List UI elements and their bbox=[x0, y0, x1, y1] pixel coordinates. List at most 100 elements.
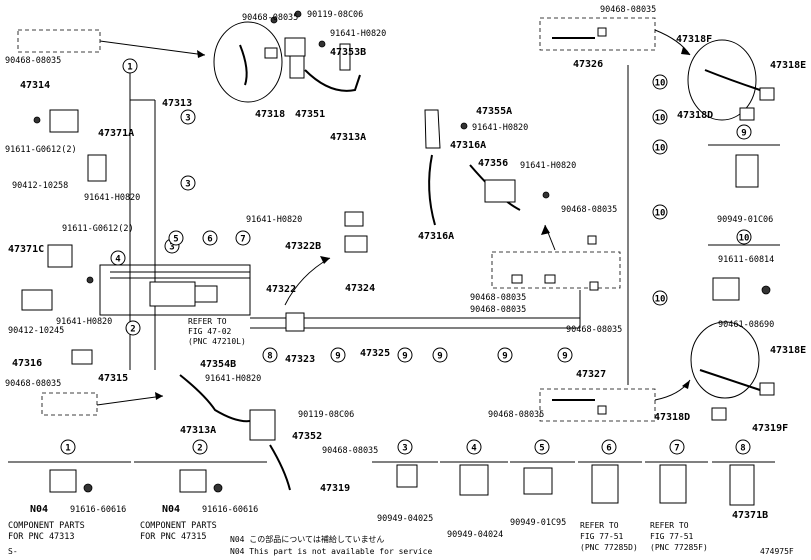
bottom-callout-1: 1 bbox=[60, 439, 76, 455]
arrow-head-47318F bbox=[681, 47, 690, 55]
clamp-47316 bbox=[71, 349, 93, 365]
bottom-callout-6: 6 bbox=[601, 439, 617, 455]
union-90412-10258 bbox=[87, 154, 107, 182]
svg-text:3: 3 bbox=[169, 243, 174, 253]
arrow-to-47322B bbox=[284, 257, 331, 306]
dashed-frame-top-right bbox=[539, 17, 656, 51]
clip-br bbox=[597, 405, 607, 415]
label-91641-H0820-c: 91641-H0820 bbox=[246, 215, 302, 225]
label-refer-1: REFER TO bbox=[188, 317, 227, 326]
bolt-91641-l2 bbox=[86, 276, 94, 284]
label-90468-08035-c2: 90468-08035 bbox=[470, 293, 526, 303]
label-90949-01C06: 90949-01C06 bbox=[717, 215, 773, 225]
svg-text:3: 3 bbox=[185, 180, 190, 190]
svg-text:4: 4 bbox=[471, 444, 477, 454]
bolt-91611-left1 bbox=[33, 116, 41, 124]
bolt-91641-top bbox=[318, 40, 326, 48]
dashed-frame-bottom-left bbox=[41, 392, 98, 416]
label-91611-G0612-a: 91611-G0612(2) bbox=[5, 145, 77, 155]
bracket-47353B bbox=[339, 43, 351, 71]
note-en: N04 This part is not available for servi… bbox=[230, 547, 432, 556]
clamp-90461-08690 bbox=[712, 277, 740, 301]
svg-text:5: 5 bbox=[539, 444, 544, 454]
label-n04-2: N04 bbox=[162, 504, 180, 515]
label-refer-6b: FIG 77-51 bbox=[580, 532, 624, 541]
label-n04-1: N04 bbox=[30, 504, 48, 515]
bolt-91641-r1 bbox=[460, 122, 468, 130]
dashed-clip-area bbox=[491, 251, 621, 289]
label-47323: 47323 bbox=[285, 354, 315, 365]
label-90949-01C95: 90949-01C95 bbox=[510, 518, 566, 528]
clamp-90949-01C95 bbox=[523, 467, 553, 495]
label-90949-04024: 90949-04024 bbox=[447, 530, 503, 540]
arrow-to-47318F bbox=[654, 29, 691, 56]
bolt-90119-top bbox=[294, 10, 302, 18]
bracket-component-2 bbox=[179, 469, 207, 493]
svg-text:7: 7 bbox=[240, 235, 245, 245]
label-47315: 47315 bbox=[98, 373, 128, 384]
callout-9f: 9 bbox=[736, 124, 752, 140]
label-91641-H0820-l: 91641-H0820 bbox=[84, 193, 140, 203]
callout-10c: 10 bbox=[652, 139, 668, 155]
bracket-body-47351 bbox=[289, 55, 305, 79]
svg-text:10: 10 bbox=[655, 114, 666, 124]
label-component-parts-2a: COMPONENT PARTS bbox=[140, 521, 217, 531]
note-jp: N04 この部品については補給していません bbox=[230, 534, 384, 544]
callout-9e: 9 bbox=[557, 347, 573, 363]
bolt-91611-60814 bbox=[761, 285, 771, 295]
label-90468-08035-c1: 90468-08035 bbox=[561, 205, 617, 215]
bottom-callout-7: 7 bbox=[669, 439, 685, 455]
label-90468-08035-c3: 90468-08035 bbox=[470, 305, 526, 315]
arrow-head-up bbox=[541, 225, 550, 235]
label-47319: 47319 bbox=[320, 483, 350, 494]
svg-text:9: 9 bbox=[335, 352, 340, 362]
hose-47313A-top bbox=[304, 69, 361, 92]
label-91611-60814: 91611-60814 bbox=[718, 255, 774, 265]
svg-text:9: 9 bbox=[437, 352, 442, 362]
bracket-47371C bbox=[47, 244, 73, 268]
svg-text:9: 9 bbox=[741, 129, 746, 139]
bottom-callout-5: 5 bbox=[534, 439, 550, 455]
callout-2: 2 bbox=[125, 320, 141, 336]
label-refer-6c: (PNC 77285D) bbox=[580, 543, 638, 552]
clip-c1 bbox=[587, 235, 597, 245]
figure-id: 474975F bbox=[760, 547, 794, 556]
union-47323 bbox=[285, 312, 305, 332]
svg-text:6: 6 bbox=[207, 235, 212, 245]
callout-9d: 9 bbox=[497, 347, 513, 363]
label-47371A: 47371A bbox=[98, 128, 134, 139]
label-91641-H0820-l2: 91641-H0820 bbox=[56, 317, 112, 327]
clamp-77285D bbox=[591, 464, 619, 504]
callout-3b: 3 bbox=[180, 175, 196, 191]
label-47322: 47322 bbox=[266, 284, 296, 295]
label-refer-6a: REFER TO bbox=[580, 521, 619, 530]
leader-arrow-bottom bbox=[96, 395, 164, 406]
callout-9a: 9 bbox=[330, 347, 346, 363]
label-90468-08035-tr: 90468-08035 bbox=[600, 5, 656, 15]
label-47326: 47326 bbox=[573, 59, 603, 70]
callout-7: 7 bbox=[235, 230, 251, 246]
label-47325: 47325 bbox=[360, 348, 390, 359]
clip-tr bbox=[597, 27, 607, 37]
arrow-head-top bbox=[197, 50, 205, 58]
fitting-47318D-bot bbox=[711, 407, 727, 421]
label-90412-10258: 90412-10258 bbox=[12, 181, 68, 191]
tube-bundle-frame bbox=[99, 264, 251, 316]
detail-circle-bottom-right bbox=[690, 321, 760, 399]
dashed-frame-bottom-right bbox=[539, 388, 656, 422]
fitting-top bbox=[264, 47, 278, 59]
label-47318-left: 47318 bbox=[255, 109, 285, 120]
svg-text:7: 7 bbox=[674, 444, 679, 454]
svg-text:10: 10 bbox=[739, 234, 750, 244]
svg-text:1: 1 bbox=[127, 63, 132, 73]
label-90468-08035-br: 90468-08035 bbox=[488, 410, 544, 420]
hose-47318F bbox=[704, 69, 761, 91]
label-90119-08C06-bot: 90119-08C06 bbox=[298, 410, 354, 420]
svg-text:9: 9 bbox=[402, 352, 407, 362]
label-refer-2: FIG 47-02 bbox=[188, 327, 232, 336]
label-47314: 47314 bbox=[20, 80, 50, 91]
label-91616-60616-2: 91616-60616 bbox=[202, 505, 258, 515]
bracket-47355A bbox=[424, 109, 441, 149]
label-91616-60616-1: 91616-60616 bbox=[70, 505, 126, 515]
bottom-callout-2: 2 bbox=[192, 439, 208, 455]
